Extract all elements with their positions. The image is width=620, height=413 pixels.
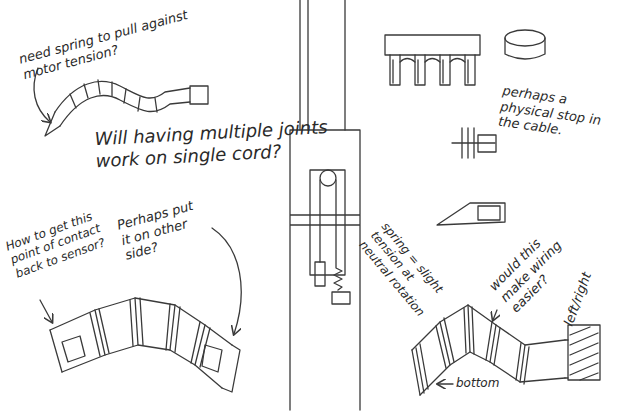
handwritten-note: perhaps a physical stop in the cable. xyxy=(497,83,607,144)
handwritten-note: Will having multiple joints work on sing… xyxy=(94,116,336,172)
cable-stop-sketch xyxy=(452,128,496,158)
handwritten-note: Perhaps put it on other side? xyxy=(115,195,212,263)
handwritten-note: would this make wiring easier? xyxy=(486,223,579,316)
bracket-sketch xyxy=(385,35,480,85)
handwritten-note: How to get this point of contact back to… xyxy=(4,206,113,281)
handwritten-note: left/right xyxy=(561,257,600,328)
ring-sketch xyxy=(505,30,545,59)
handwritten-note: spring = slight tension at neutral rotat… xyxy=(356,219,453,323)
wedge-sketch xyxy=(437,203,505,225)
handwritten-note: bottom xyxy=(456,376,506,390)
pulley-frame-sketch xyxy=(290,0,360,410)
handwritten-note: need spring to pull against motor tensio… xyxy=(17,3,209,82)
